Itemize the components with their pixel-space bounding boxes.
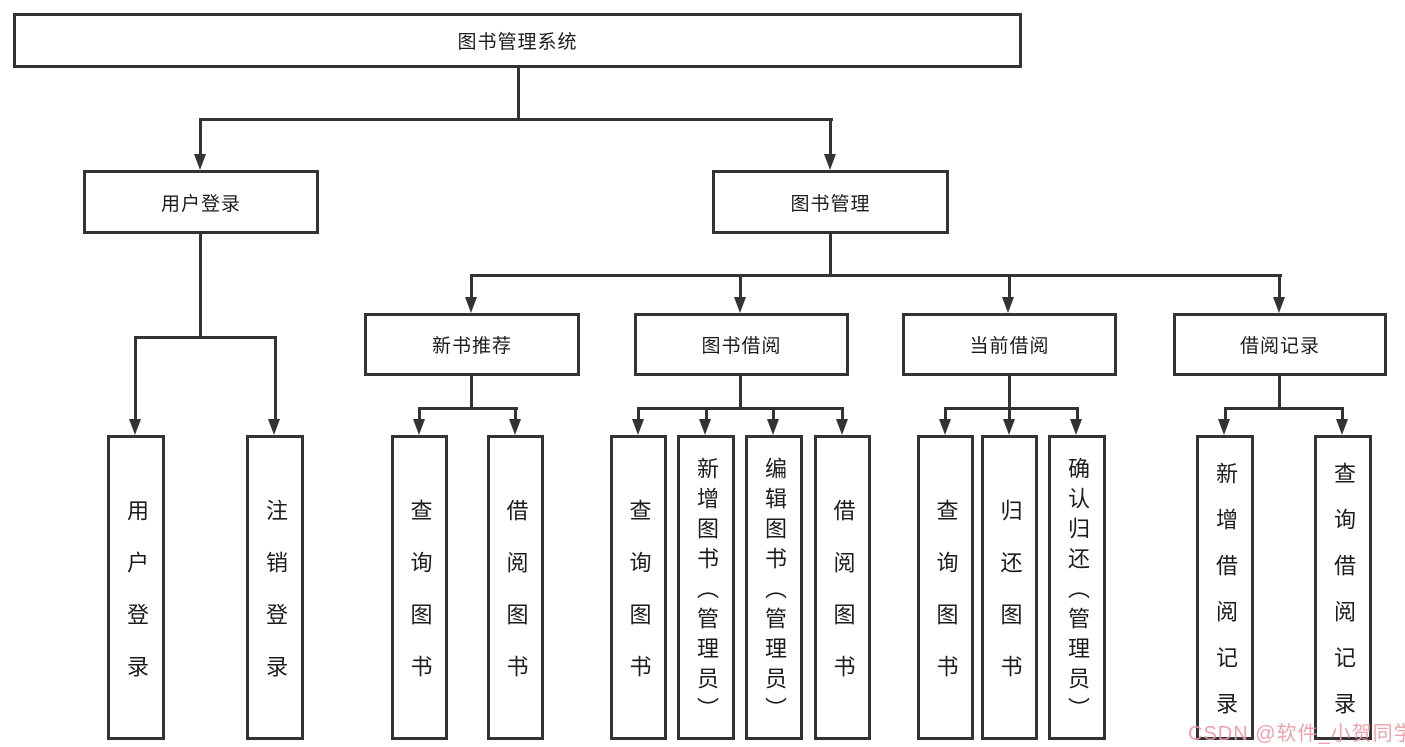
connector-line xyxy=(739,375,742,407)
node-borrowing-records: 借阅记录 xyxy=(1173,313,1387,376)
leaf-borrowing-borrow-books: 借阅图书 xyxy=(814,435,871,740)
node-current-borrowing: 当前借阅 xyxy=(902,313,1117,376)
leaf-current-confirm-return-admin-label: 确认归还（管理员） xyxy=(1065,456,1090,727)
connector-line xyxy=(199,118,833,121)
connector-line xyxy=(418,407,421,421)
leaf-records-add-record-label: 新增借阅记录 xyxy=(1213,461,1238,738)
arrowhead-down-icon xyxy=(194,154,206,170)
arrowhead-down-icon xyxy=(632,419,644,435)
node-current-borrowing-label: 当前借阅 xyxy=(969,336,1050,357)
connector-line xyxy=(841,407,844,421)
connector-line xyxy=(517,68,520,118)
connector-line xyxy=(637,407,640,421)
arrowhead-down-icon xyxy=(129,419,141,435)
leaf-borrowing-add-books-admin-label: 新增图书（管理员） xyxy=(694,456,719,727)
csdn-watermark: CSDN @软件_小贺同学 xyxy=(1188,723,1405,745)
arrowhead-down-icon xyxy=(413,419,425,435)
node-book-management: 图书管理 xyxy=(712,170,949,234)
connector-line xyxy=(705,407,708,421)
leaf-current-query-books: 查询图书 xyxy=(917,435,974,740)
arrowhead-down-icon xyxy=(1218,419,1230,435)
connector-line xyxy=(1341,407,1344,421)
connector-line xyxy=(637,407,844,410)
connector-line xyxy=(470,375,473,407)
node-new-book-recommend: 新书推荐 xyxy=(364,313,580,376)
connector-line xyxy=(1278,274,1281,300)
leaf-logout-label: 注销登录 xyxy=(263,498,288,707)
connector-line xyxy=(1278,375,1281,407)
arrowhead-down-icon xyxy=(836,419,848,435)
connector-line xyxy=(470,274,473,300)
connector-line xyxy=(1008,375,1011,407)
leaf-records-query-record-label: 查询借阅记录 xyxy=(1331,461,1356,738)
arrowhead-down-icon xyxy=(1003,419,1015,435)
node-library-system: 图书管理系统 xyxy=(13,13,1022,68)
node-library-system-label: 图书管理系统 xyxy=(457,32,578,53)
connector-line xyxy=(829,118,832,156)
arrowhead-down-icon xyxy=(268,419,280,435)
node-book-borrowing: 图书借阅 xyxy=(634,313,849,376)
connector-line xyxy=(134,336,137,421)
connector-line xyxy=(274,336,277,421)
arrowhead-down-icon xyxy=(509,419,521,435)
arrowhead-down-icon xyxy=(734,297,746,313)
node-user-login-label: 用户登录 xyxy=(160,193,241,215)
node-user-login: 用户登录 xyxy=(83,170,319,234)
arrowhead-down-icon xyxy=(699,419,711,435)
connector-line xyxy=(199,234,202,336)
leaf-current-return-books: 归还图书 xyxy=(981,435,1038,740)
leaf-recommend-borrow-books-label: 借阅图书 xyxy=(503,498,529,707)
connector-line xyxy=(1008,407,1011,421)
connector-line xyxy=(944,407,1078,410)
leaf-borrowing-query-books: 查询图书 xyxy=(610,435,667,740)
connector-line xyxy=(772,407,775,421)
leaf-borrowing-add-books-admin: 新增图书（管理员） xyxy=(677,435,735,740)
connector-line xyxy=(1008,274,1011,300)
node-book-management-label: 图书管理 xyxy=(790,193,871,215)
connector-line xyxy=(418,407,518,410)
arrowhead-down-icon xyxy=(1070,419,1082,435)
leaf-current-confirm-return-admin: 确认归还（管理员） xyxy=(1048,435,1106,740)
arrowhead-down-icon xyxy=(1336,419,1348,435)
connector-line xyxy=(1224,407,1344,410)
leaf-borrowing-edit-books-admin: 编辑图书（管理员） xyxy=(745,435,803,740)
leaf-current-return-books-label: 归还图书 xyxy=(997,498,1023,707)
connector-line xyxy=(470,274,1282,277)
leaf-recommend-query-books: 查询图书 xyxy=(391,435,448,740)
leaf-recommend-borrow-books: 借阅图书 xyxy=(487,435,544,740)
arrowhead-down-icon xyxy=(1002,297,1014,313)
leaf-borrowing-query-books-label: 查询图书 xyxy=(626,498,652,707)
node-new-book-recommend-label: 新书推荐 xyxy=(431,336,512,357)
leaf-records-query-record: 查询借阅记录 xyxy=(1314,435,1372,740)
arrowhead-down-icon xyxy=(465,297,477,313)
connector-line xyxy=(514,407,517,421)
leaf-recommend-query-books-label: 查询图书 xyxy=(407,498,433,707)
connector-line xyxy=(134,336,277,339)
leaf-user-login-label: 用户登录 xyxy=(124,498,149,707)
connector-line xyxy=(1224,407,1227,421)
node-borrowing-records-label: 借阅记录 xyxy=(1239,336,1320,357)
leaf-current-query-books-label: 查询图书 xyxy=(933,498,959,707)
arrowhead-down-icon xyxy=(824,154,836,170)
leaf-borrowing-borrow-books-label: 借阅图书 xyxy=(830,498,856,707)
node-book-borrowing-label: 图书借阅 xyxy=(701,336,782,357)
connector-line xyxy=(739,274,742,300)
leaf-borrowing-edit-books-admin-label: 编辑图书（管理员） xyxy=(762,456,787,727)
arrowhead-down-icon xyxy=(1273,297,1285,313)
leaf-logout: 注销登录 xyxy=(246,435,304,740)
arrowhead-down-icon xyxy=(767,419,779,435)
leaf-user-login: 用户登录 xyxy=(107,435,165,740)
connector-line xyxy=(1076,407,1079,421)
connector-line xyxy=(944,407,947,421)
arrowhead-down-icon xyxy=(939,419,951,435)
connector-line xyxy=(199,118,202,156)
connector-line xyxy=(829,234,832,274)
leaf-records-add-record: 新增借阅记录 xyxy=(1196,435,1254,740)
